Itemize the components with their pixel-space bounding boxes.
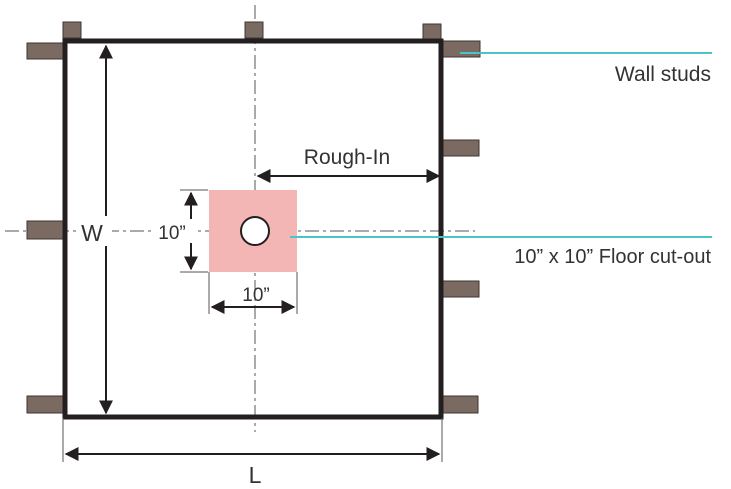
wall-stud — [62, 21, 82, 39]
cutout-width-label: 10” — [242, 285, 269, 306]
drain-pipe-circle — [240, 216, 270, 246]
width-label: W — [81, 220, 103, 246]
wall-studs-label: Wall studs — [615, 63, 711, 86]
wall-stud — [441, 40, 481, 58]
wall-stud — [26, 42, 64, 60]
floor-cutout-label: 10” x 10” Floor cut-out — [514, 246, 711, 268]
wall-stud — [441, 280, 480, 298]
width-label-background — [78, 216, 112, 246]
wall-stud — [244, 21, 264, 39]
cutout-height-label: 10” — [158, 223, 185, 244]
wall-stud — [441, 139, 480, 157]
wall-stud — [26, 220, 64, 240]
room-outline — [62, 38, 444, 420]
cutout-height-label-background — [152, 219, 194, 243]
wall-stud — [422, 23, 442, 41]
wall-stud — [441, 395, 479, 414]
rough-in-label: Rough-In — [304, 146, 390, 169]
wall-stud — [26, 395, 64, 414]
length-label: L — [249, 462, 262, 488]
